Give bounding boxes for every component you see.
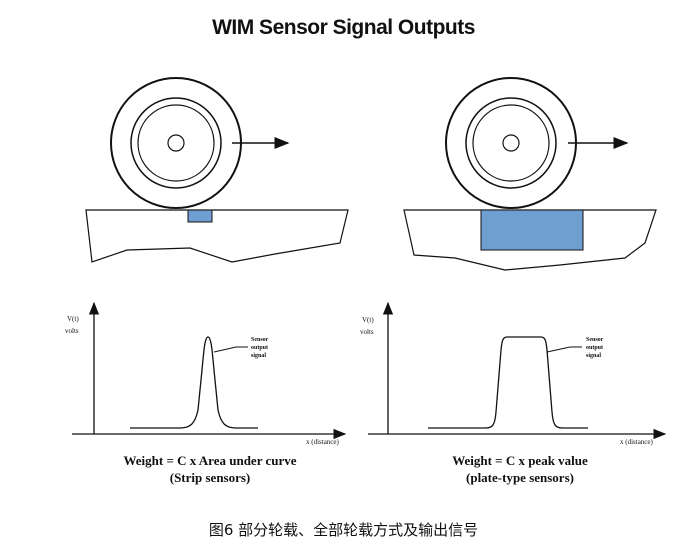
right-y-label-2: volts	[360, 328, 374, 336]
right-signal-curve	[428, 336, 588, 429]
right-signal-label-1: Sensor	[586, 337, 604, 343]
right-signal-callout	[546, 346, 582, 353]
right-signal-label-3: signal	[586, 353, 601, 359]
left-y-label-1: V(t)	[67, 315, 79, 323]
left-formula: Weight = C x Area under curve	[123, 453, 297, 468]
right-y-label-1: V(t)	[362, 316, 374, 324]
left-signal-label-1: Sensor	[251, 337, 269, 343]
left-wheel	[110, 77, 242, 209]
right-formula-block: Weight = C x peak value (plate-type sens…	[380, 452, 660, 486]
figure-caption: 图6 部分轮载、全部轮载方式及输出信号	[208, 521, 479, 539]
figure-title: WIM Sensor Signal Outputs	[212, 16, 475, 39]
left-signal-curve	[130, 336, 258, 429]
right-x-label: x (distance)	[620, 438, 654, 446]
left-signal-label-3: signal	[251, 353, 266, 359]
left-strip-sensor	[187, 209, 213, 223]
right-formula: Weight = C x peak value	[452, 453, 588, 468]
left-sensor-type: (Strip sensors)	[169, 470, 251, 485]
right-signal-label-2: output	[586, 345, 603, 351]
right-sensor-type: (plate-type sensors)	[466, 470, 574, 485]
right-wheel	[445, 77, 577, 209]
right-plate-sensor	[480, 209, 584, 251]
left-road-surface	[85, 209, 349, 263]
left-x-label: x (distance)	[306, 438, 340, 446]
left-signal-callout	[213, 346, 248, 353]
left-y-label-2: volts	[65, 327, 79, 335]
left-formula-block: Weight = C x Area under curve (Strip sen…	[70, 452, 350, 486]
left-signal-label-2: output	[251, 345, 268, 351]
